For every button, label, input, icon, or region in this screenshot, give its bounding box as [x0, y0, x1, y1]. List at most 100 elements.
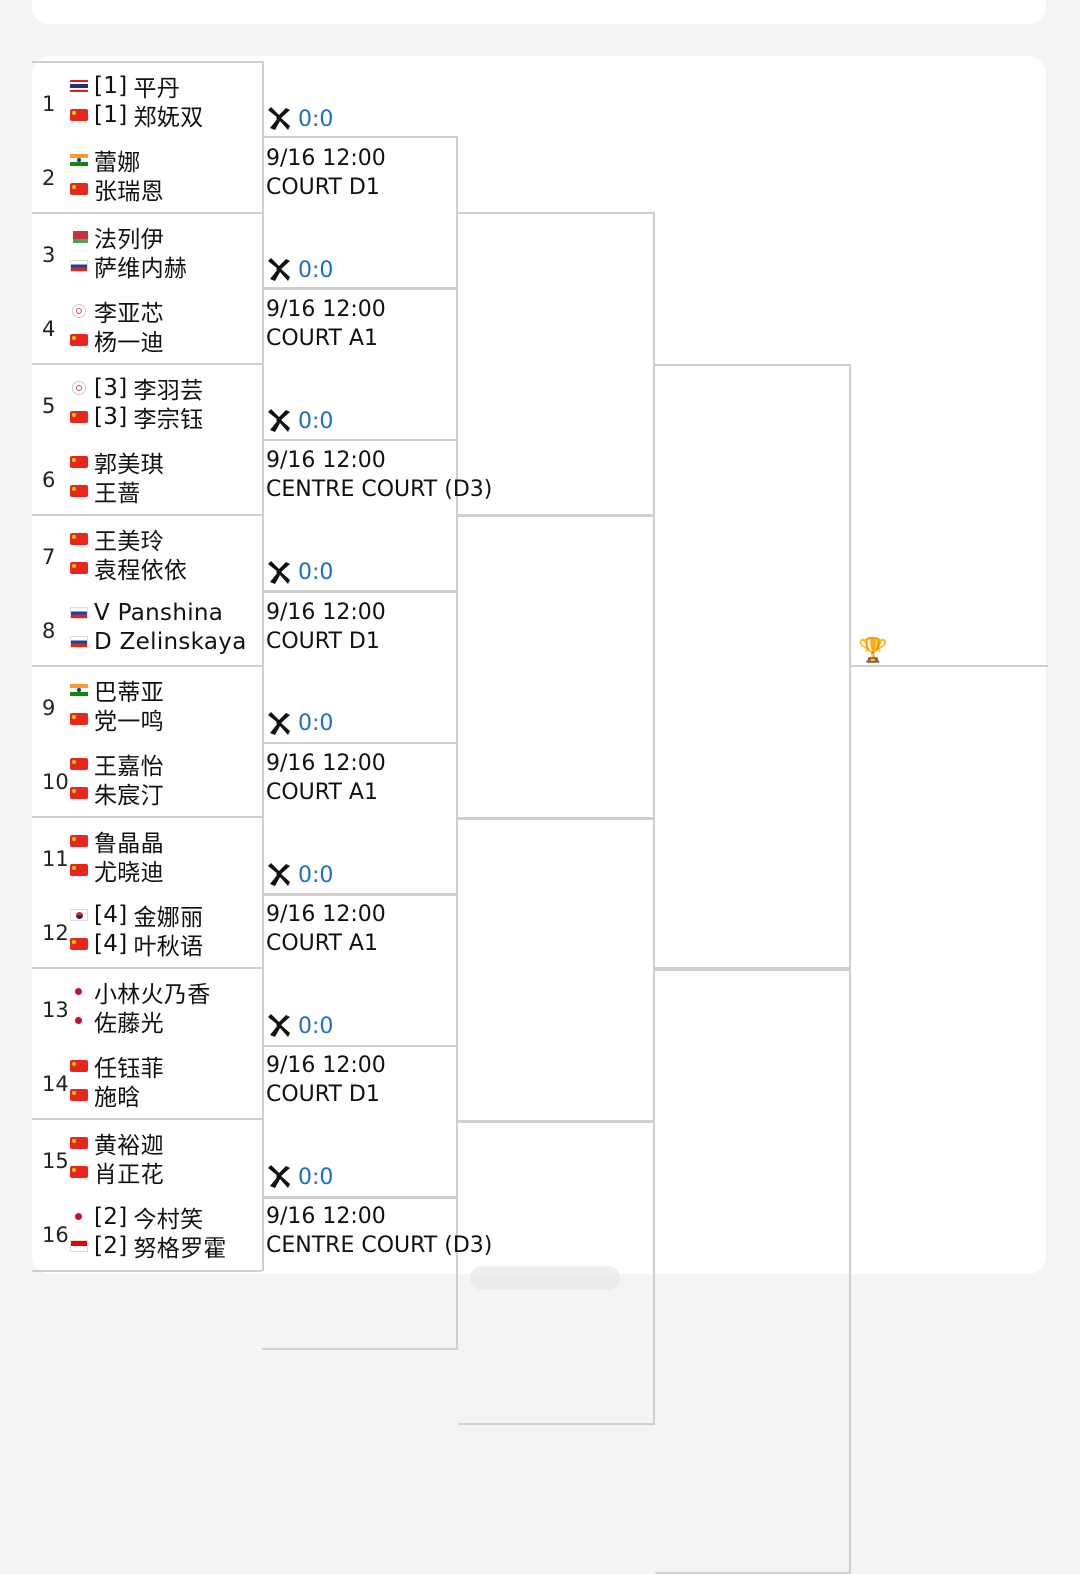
player-row[interactable]: 鲁晶晶: [70, 826, 164, 857]
match-court: CENTRE COURT (D3): [266, 1233, 493, 1259]
player-row[interactable]: 王嘉怡: [70, 749, 164, 780]
match-score: 0:0: [266, 1164, 333, 1190]
player-row[interactable]: 萨维内赫: [70, 251, 188, 282]
badminton-shuttlecock-icon: [268, 409, 290, 433]
country-flag-icon: [70, 231, 88, 243]
score-value: 0:0: [298, 106, 334, 132]
match-score: 0:0: [266, 408, 333, 434]
draw-entry[interactable]: 6 郭美琪王蔷: [32, 445, 262, 517]
player-row[interactable]: [2]努格罗霍: [70, 1231, 227, 1262]
country-flag-icon: [70, 758, 88, 770]
player-row[interactable]: [4]金娜丽: [70, 900, 203, 931]
player-row[interactable]: [4]叶秋语: [70, 929, 203, 960]
player-name: 党一鸣: [94, 709, 164, 735]
player-name: 王美玲: [94, 529, 164, 555]
player-row[interactable]: 张瑞恩: [70, 174, 164, 205]
player-row[interactable]: 袁程依依: [70, 553, 187, 584]
draw-position-number: 16: [42, 1223, 69, 1247]
draw-position-number: 5: [42, 394, 56, 418]
player-row[interactable]: 法列伊: [70, 222, 164, 253]
country-flag-icon: [70, 533, 88, 545]
player-row[interactable]: 杨一迪: [70, 325, 164, 356]
match-time: 9/16 12:00: [266, 297, 386, 323]
seed-label: [3]: [94, 404, 128, 430]
badminton-shuttlecock-icon: [268, 560, 290, 584]
country-flag-icon: [72, 381, 86, 395]
r3-bracket-line: [655, 969, 851, 1574]
match-time: 9/16 12:00: [266, 902, 386, 927]
player-row[interactable]: [1]郑妩双: [70, 100, 204, 131]
draw-entry[interactable]: 12[4]金娜丽[4]叶秋语: [32, 898, 262, 970]
draw-position-number: 4: [42, 317, 56, 341]
draw-position-number: 10: [42, 770, 69, 794]
match-slot: 1[1]平丹[1]郑妩双 2 蕾娜张瑞恩: [32, 61, 262, 213]
player-row[interactable]: [2]今村笑: [70, 1202, 203, 1233]
draw-position-number: 2: [42, 166, 56, 190]
match-court: COURT D1: [266, 175, 380, 200]
player-row[interactable]: 肖正花: [70, 1157, 164, 1188]
draw-entry[interactable]: 4 李亚芯杨一迪: [32, 294, 262, 366]
player-row[interactable]: [3]李羽芸: [70, 373, 203, 404]
match-court: CENTRE COURT (D3): [266, 477, 493, 503]
player-name: 萨维内赫: [94, 256, 188, 282]
draw-entry[interactable]: 2 蕾娜张瑞恩: [32, 143, 262, 215]
player-row[interactable]: 黄裕迦: [70, 1128, 164, 1159]
player-row[interactable]: 王美玲: [70, 524, 164, 555]
seed-label: [3]: [94, 375, 128, 401]
draw-entry[interactable]: 16[2]今村笑[2]努格罗霍: [32, 1200, 262, 1272]
draw-position-number: 15: [42, 1149, 69, 1173]
country-flag-icon: [70, 1211, 88, 1223]
top-card: [32, 0, 1046, 24]
draw-position-number: 6: [42, 468, 56, 492]
country-flag-icon: [70, 1089, 88, 1101]
score-value: 0:0: [298, 408, 334, 434]
player-name: 李宗钰: [133, 407, 204, 433]
player-row[interactable]: 李亚芯: [70, 296, 164, 327]
seed-label: [4]: [94, 931, 128, 957]
draw-entry[interactable]: 9 巴蒂亚党一鸣: [32, 673, 262, 745]
player-row[interactable]: [3]李宗钰: [70, 402, 204, 433]
player-name: 法列伊: [94, 227, 164, 253]
country-flag-icon: [70, 1137, 88, 1149]
player-row[interactable]: 蕾娜: [70, 145, 141, 176]
draw-position-number: 9: [42, 696, 56, 720]
player-name: 任钰菲: [94, 1056, 164, 1082]
country-flag-icon: [70, 1240, 88, 1252]
country-flag-icon: [70, 607, 88, 619]
player-row[interactable]: V Panshina: [70, 598, 223, 628]
draw-entry[interactable]: 5 [3]李羽芸[3]李宗钰: [32, 371, 262, 443]
player-row[interactable]: 小林火乃香: [70, 977, 211, 1008]
player-row[interactable]: 朱宸汀: [70, 778, 164, 809]
player-row[interactable]: 党一鸣: [70, 704, 164, 735]
player-name: 鲁晶晶: [94, 831, 164, 857]
player-row[interactable]: 郭美琪: [70, 447, 164, 478]
country-flag-icon: [70, 1060, 88, 1072]
player-row[interactable]: 巴蒂亚: [70, 675, 164, 706]
player-row[interactable]: 任钰菲: [70, 1051, 164, 1082]
draw-entry[interactable]: 1[1]平丹[1]郑妩双: [32, 69, 262, 141]
draw-position-number: 3: [42, 243, 56, 267]
player-name: 郑妩双: [133, 105, 204, 131]
player-row[interactable]: [1]平丹: [70, 71, 180, 102]
player-row[interactable]: 佐藤光: [70, 1006, 164, 1037]
draw-entry[interactable]: 3 法列伊萨维内赫: [32, 220, 262, 292]
player-row[interactable]: 施晗: [70, 1080, 141, 1111]
player-row[interactable]: 王蔷: [70, 476, 141, 507]
player-row[interactable]: D Zelinskaya: [70, 627, 247, 657]
r3-bracket-line: [655, 364, 851, 969]
seed-label: [1]: [94, 102, 128, 128]
player-row[interactable]: 尤晓迪: [70, 855, 164, 886]
